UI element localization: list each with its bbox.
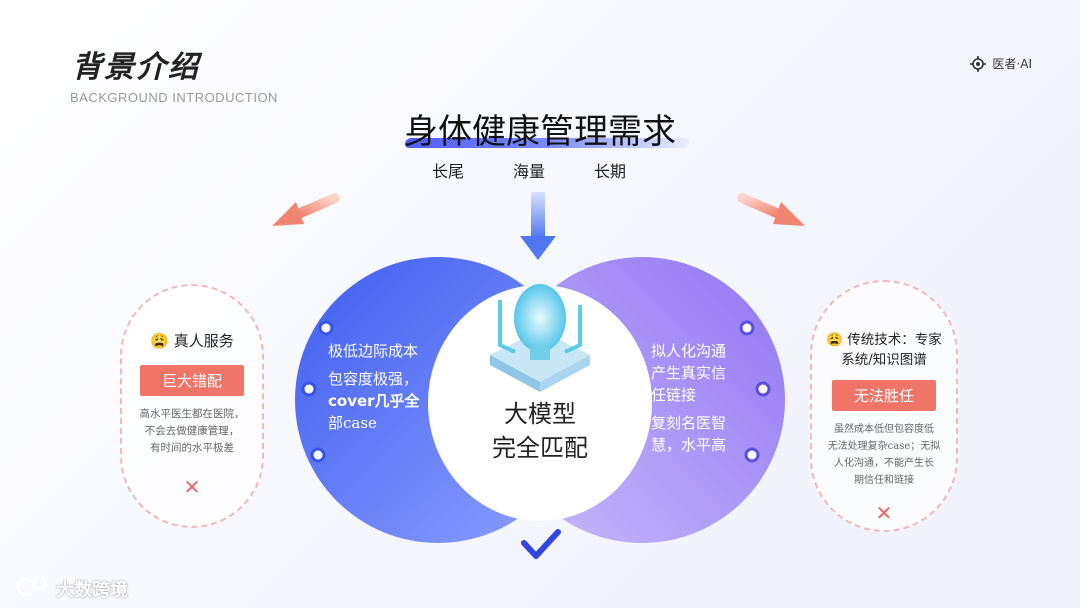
- node-icon: [739, 320, 755, 336]
- incapable-badge: 无法胜任: [832, 380, 936, 411]
- center-circle: [428, 285, 652, 521]
- target-icon: [970, 55, 987, 72]
- arrow-right-icon: [737, 193, 805, 226]
- right-card-desc: 虽然成本低但包容度低 无法处理复杂case；无拟 人化沟通，不能产生长 期信任和…: [827, 424, 941, 486]
- check-icon: [521, 529, 561, 559]
- left-card-title: 😩 真人服务: [150, 332, 234, 350]
- center-line: 完全匹配: [492, 434, 588, 462]
- right-circle-text: 拟人化沟通 产生真实信 任链接 复刻名医智 慧，水平高: [651, 340, 726, 456]
- left-circle-line: 包容度极强，: [328, 370, 419, 388]
- right-circle-line: 慧，水平高: [651, 436, 727, 454]
- right-circle-line: 产生真实信: [651, 364, 727, 382]
- watermark-logo-icon: [16, 575, 48, 597]
- left-circle-line: cover几乎全: [328, 392, 420, 410]
- left-card: 😩 真人服务 巨大错配 高水平医生都在医院， 不会去做健康管理， 有时间的水平极…: [120, 284, 264, 528]
- right-circle-line: 复刻名医智: [651, 414, 727, 432]
- headline: 身体健康管理需求: [404, 112, 676, 152]
- page-subtitle: BACKGROUND INTRODUCTION: [70, 90, 278, 105]
- right-circle-line: 任链接: [651, 386, 697, 404]
- brand-name: 医者·AI: [992, 57, 1032, 71]
- node-icon: [318, 320, 334, 336]
- arrow-down-icon: [520, 192, 556, 260]
- right-card-title: 😩 传统技术：专家 系统/知识图谱: [826, 332, 942, 368]
- left-circle-line: 极低边际成本: [328, 342, 419, 360]
- node-icon: [744, 447, 760, 463]
- watermark: 大数跨境: [56, 580, 128, 601]
- page-title: 背景介绍: [72, 50, 200, 85]
- ai-brain-icon: [490, 284, 590, 392]
- tag-long-term: 长期: [594, 162, 627, 181]
- right-circle-line: 拟人化沟通: [651, 342, 727, 360]
- left-circle-text: 极低边际成本 包容度极强， cover几乎全 部case: [328, 340, 420, 434]
- center-line: 大模型: [504, 400, 576, 428]
- arrow-left-icon: [272, 193, 340, 226]
- node-icon: [310, 447, 326, 463]
- center-label: 大模型 完全匹配: [460, 397, 620, 465]
- mismatch-badge: 巨大错配: [140, 365, 244, 396]
- cross-icon: ✕: [875, 501, 893, 525]
- cross-icon: ✕: [183, 475, 201, 499]
- tired-face-icon: 😩: [826, 332, 843, 348]
- left-circle-line: 部case: [328, 414, 377, 432]
- tag-long-tail: 长尾: [432, 162, 465, 181]
- tired-face-icon: 😩: [150, 332, 169, 350]
- brand-logo: 医者·AI: [970, 55, 1032, 72]
- node-icon: [301, 381, 317, 397]
- node-icon: [755, 381, 771, 397]
- right-card: 😩 传统技术：专家 系统/知识图谱 无法胜任 虽然成本低但包容度低 无法处理复杂…: [810, 280, 958, 532]
- tag-massive: 海量: [513, 162, 546, 181]
- left-card-desc: 高水平医生都在医院， 不会去做健康管理， 有时间的水平极差: [139, 408, 245, 454]
